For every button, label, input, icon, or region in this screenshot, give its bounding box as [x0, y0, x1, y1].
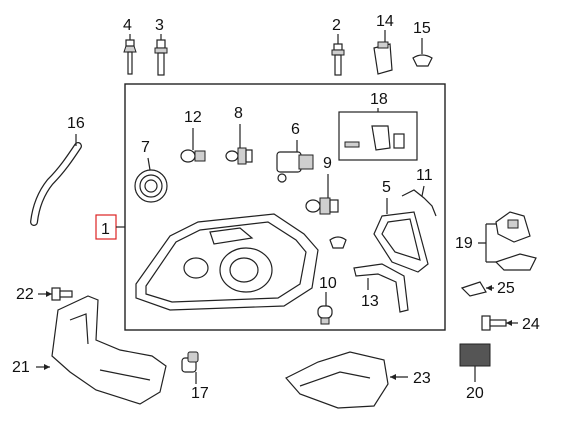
bolt-22	[38, 287, 73, 301]
mount-bracket-19-upper	[495, 211, 531, 243]
support-bracket-21	[51, 295, 167, 405]
lower-shield-23	[285, 351, 389, 409]
callout-16: 16	[67, 115, 85, 132]
gasket-5	[373, 198, 429, 273]
bulb-12	[180, 128, 206, 163]
callout-23: 23	[413, 370, 431, 387]
callout-2: 2	[332, 17, 341, 34]
bracket-18	[344, 125, 405, 151]
callout-12: 12	[184, 109, 202, 126]
callout-14: 14	[376, 13, 394, 30]
bulb-9	[305, 174, 339, 215]
callout-7: 7	[141, 139, 150, 156]
push-pin-clip	[329, 236, 347, 249]
callout-10: 10	[319, 275, 337, 292]
headlamp-housing	[135, 213, 319, 311]
headlamp-assembly-frame	[124, 83, 446, 331]
callout-24: 24	[522, 316, 540, 333]
leveling-motor-6	[276, 140, 314, 183]
callout-3: 3	[155, 17, 164, 34]
callout-18: 18	[370, 91, 388, 108]
callout-22: 22	[16, 286, 34, 303]
bolt-4	[123, 34, 137, 75]
callout-11: 11	[416, 167, 433, 184]
callout-9: 9	[323, 155, 332, 172]
bolt-3	[154, 34, 168, 76]
callout-8: 8	[234, 105, 243, 122]
callout-6: 6	[291, 121, 300, 138]
callout-13: 13	[361, 293, 379, 310]
mount-bracket-19-lower	[494, 253, 537, 271]
access-cap-7	[134, 157, 168, 203]
clip-25	[460, 281, 487, 297]
callout-15: 15	[413, 20, 431, 37]
callout-21: 21	[12, 359, 30, 376]
wire-11	[401, 189, 437, 217]
callout-1: 1	[101, 221, 110, 238]
bulb-8	[225, 124, 253, 165]
callout-4: 4	[123, 17, 132, 34]
callout-19: 19	[455, 235, 473, 252]
label-decal-20	[459, 343, 491, 367]
callout-25: 25	[497, 280, 515, 297]
callout-19-bracket	[478, 223, 496, 263]
trim-strip-13	[353, 263, 409, 313]
callout-17: 17	[191, 385, 209, 402]
retainer-clip-14	[373, 30, 393, 75]
bolt-24	[481, 315, 518, 331]
push-clip-15	[412, 38, 433, 67]
callout-5: 5	[382, 179, 391, 196]
callout-20: 20	[466, 385, 484, 402]
grommet-17	[181, 351, 199, 384]
bolt-2	[331, 34, 345, 76]
bulb-10	[317, 292, 333, 325]
